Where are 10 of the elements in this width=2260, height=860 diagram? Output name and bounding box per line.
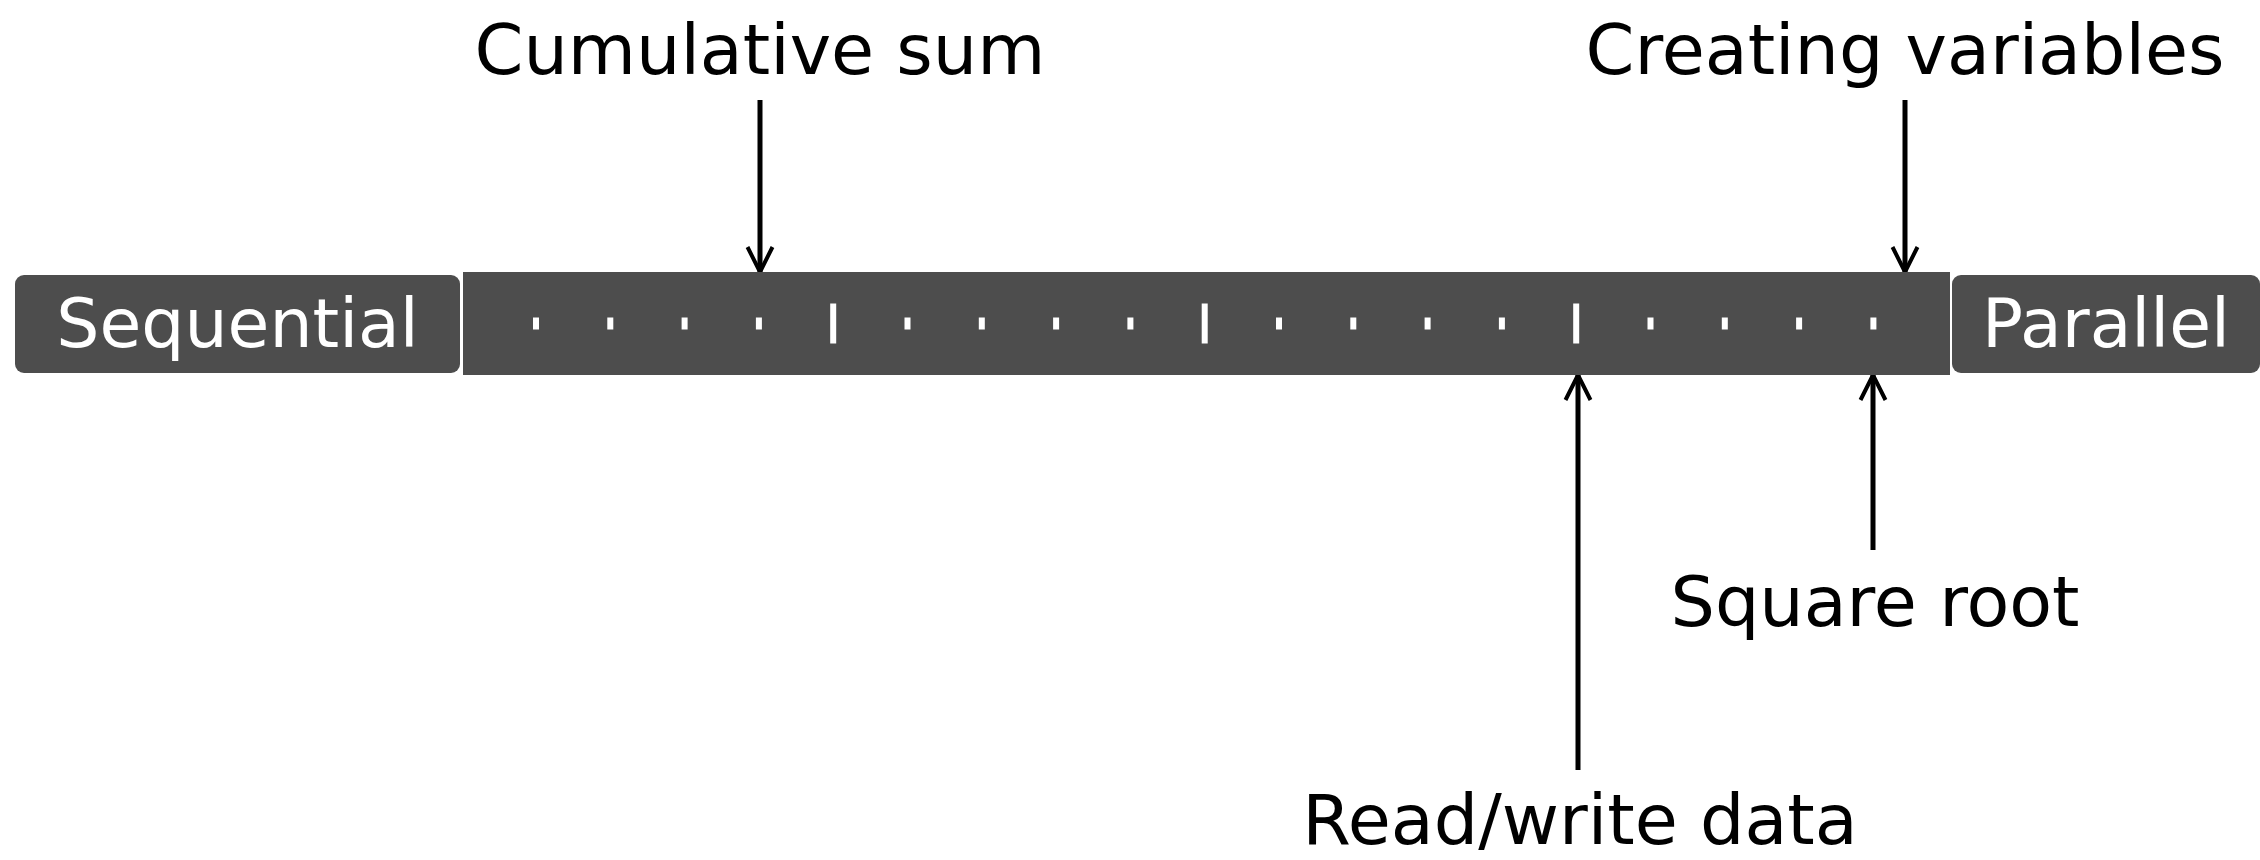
end-label: Parallel (1982, 290, 2230, 358)
arrow (1890, 100, 1920, 274)
callout-text: Cumulative sum (474, 15, 1046, 85)
end-label-box (1952, 275, 2260, 373)
arrow (745, 100, 775, 274)
scale-bar (463, 272, 1950, 375)
arrow (1858, 373, 1888, 550)
callout-text: Read/write data (1302, 785, 1858, 855)
end-label-box (15, 275, 460, 373)
arrow (1563, 373, 1593, 770)
